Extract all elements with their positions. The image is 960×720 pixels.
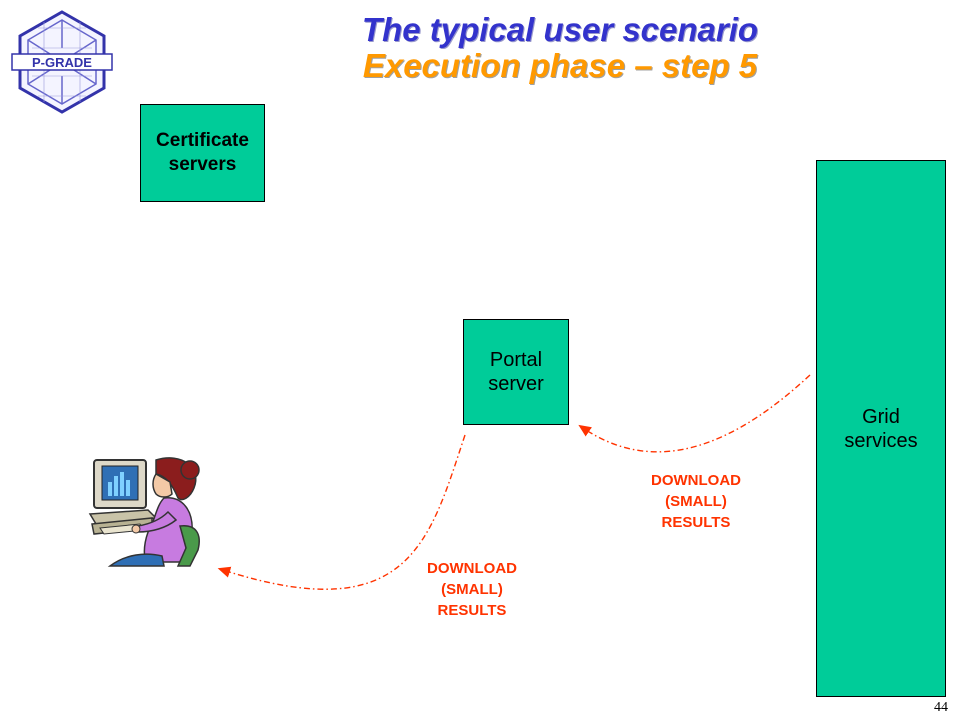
arrow-label-portal-to-user: DOWNLOAD (SMALL) RESULTS — [427, 560, 517, 619]
p-grade-logo: P-GRADE — [11, 10, 113, 114]
arrow-portal-to-user — [217, 434, 466, 590]
title-line-2: Execution phase – step 5 — [362, 47, 758, 84]
user-at-computer-icon — [88, 457, 200, 567]
title-line-1: The typical user scenario — [361, 11, 759, 48]
arrow-grid-to-portal — [578, 374, 811, 453]
portal-server-box: Portal server — [463, 319, 569, 425]
arrow-label-grid-to-portal: DOWNLOAD (SMALL) RESULTS — [651, 472, 741, 531]
page-number: 44 — [934, 700, 948, 715]
slide-title: The typical user scenario Execution phas… — [300, 12, 820, 84]
grid-services-box: Grid services — [816, 160, 946, 697]
logo-text: P-GRADE — [32, 55, 92, 70]
certificate-servers-box: Certificate servers — [140, 104, 265, 202]
